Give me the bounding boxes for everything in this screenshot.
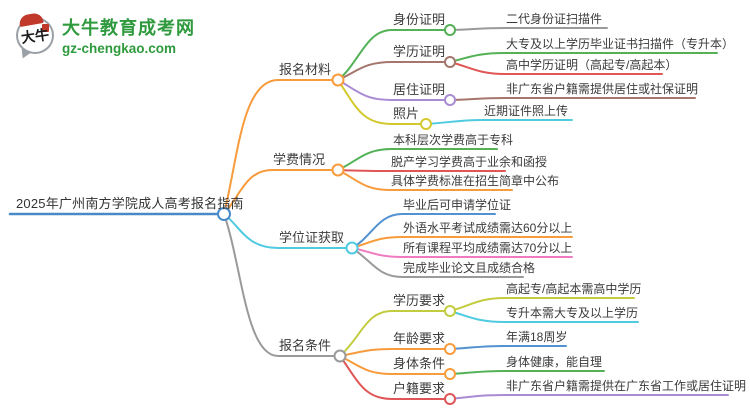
logo-text: 大牛教育成考网 gz-chengkao.com (62, 14, 195, 56)
leaf-college-diploma-scan: 大专及以上学历毕业证书扫描件（专升本） (506, 37, 735, 51)
leaf-average-score-70: 所有课程平均成绩需达70分以上 (403, 241, 573, 255)
site-logo: 大牛 大牛教育成考网 gz-chengkao.com (16, 11, 195, 60)
connector-lines (8, 27, 729, 400)
node-circles (217, 24, 456, 405)
site-url: gz-chengkao.com (62, 41, 177, 56)
leaf-foreign-language-60: 外语水平考试成绩需达60分以上 (403, 221, 573, 235)
sub-identity-proof: 身份证明 (393, 12, 446, 27)
branch-degree-certificate: 学位证获取 (279, 230, 345, 245)
leaf-id-card-scan: 二代身份证扫描件 (506, 12, 603, 26)
site-name: 大牛教育成考网 (62, 18, 195, 38)
leaf-age-18: 年满18周岁 (506, 330, 568, 344)
branch-tuition: 学费情况 (273, 152, 326, 167)
logo-glyph: 大牛 (20, 27, 51, 47)
sub-physical-requirement: 身体条件 (393, 356, 446, 371)
leaf-fulltime-tuition-higher: 脱产学习学费高于业余和函授 (391, 155, 548, 169)
sub-household-requirement: 户籍要求 (393, 381, 446, 396)
logo-red-seal (42, 23, 49, 32)
sub-age-requirement: 年龄要求 (393, 331, 446, 346)
leaf-apply-degree-after-graduation: 毕业后可申请学位证 (403, 198, 512, 212)
leaf-healthy-selfcare: 身体健康，能自理 (506, 355, 603, 369)
sub-education-requirement: 学历要求 (393, 293, 446, 308)
leaf-photo-upload: 近期证件照上传 (484, 104, 569, 118)
branch-registration-materials: 报名材料 (279, 62, 332, 77)
leaf-residence-social-proof: 非广东省户籍需提供居住或社保证明 (506, 82, 699, 96)
leaf-college-needed: 专升本需大专及以上学历 (506, 306, 639, 320)
leaf-tuition-in-brochure: 具体学费标准在招生简章中公布 (391, 174, 560, 188)
leaf-work-residence-proof: 非广东省户籍需提供在广东省工作或居住证明 (506, 379, 747, 393)
sub-photo: 照片 (393, 106, 420, 121)
leaf-highschool-proof: 高中学历证明（高起专/高起本） (506, 58, 678, 72)
leaf-undergrad-tuition-higher: 本科层次学费高于专科 (393, 133, 514, 147)
root-node: 2025年广州南方学院成人高考报名指南 (16, 196, 244, 211)
logo-bull-icon: 大牛 (16, 11, 54, 60)
leaf-highschool-needed: 高起专/高起本需高中学历 (506, 282, 642, 296)
sub-education-proof: 学历证明 (393, 44, 446, 59)
branch-registration-conditions: 报名条件 (279, 338, 332, 353)
sub-residence-proof: 居住证明 (393, 82, 446, 97)
leaf-thesis-pass: 完成毕业论文且成绩合格 (403, 261, 536, 275)
